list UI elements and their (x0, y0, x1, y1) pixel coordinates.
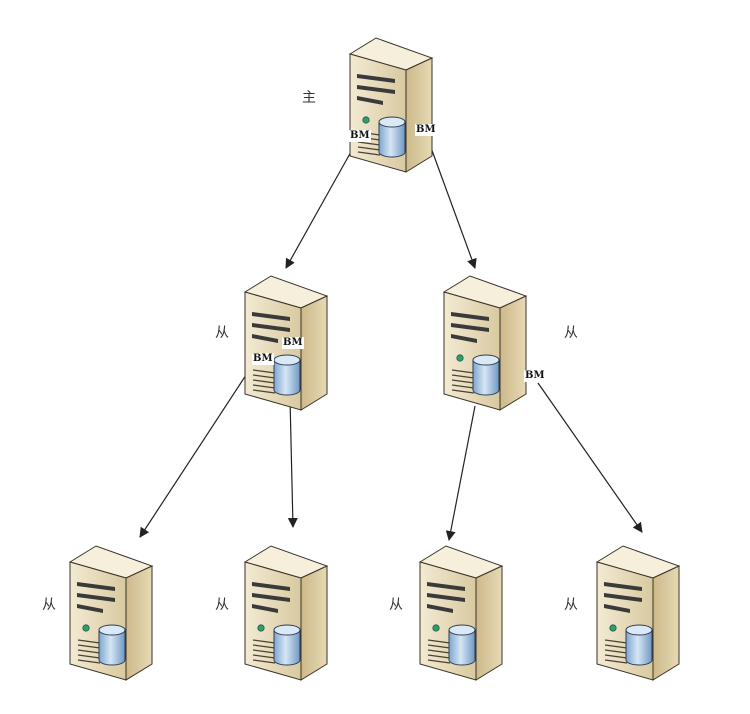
server-icon-slave-2-1 (418, 545, 504, 681)
bm-tag-slave-1-left: BM (252, 353, 274, 365)
role-label-slave-1-2: 从 (215, 597, 229, 613)
server-icon-slave-2 (442, 275, 528, 411)
database-icon-slave-2-1 (448, 624, 476, 666)
arrow-slave-1-to-slave-1-2 (287, 397, 298, 528)
servers-layer (68, 37, 681, 681)
database-icon-slave-1 (273, 354, 301, 396)
arrow-slave-1-to-slave-1-1 (139, 371, 249, 538)
role-label-master: 主 (302, 90, 316, 106)
database-icon-master (378, 116, 406, 158)
bm-tag-slave-2-right: BM (524, 370, 546, 382)
edges-layer (139, 144, 643, 541)
server-icon-slave-2-2 (595, 545, 681, 681)
bm-tag-master-left: BM (349, 130, 371, 142)
arrow-slave-2-to-slave-2-1 (445, 405, 476, 541)
bm-tag-master-right: BM (415, 124, 437, 136)
database-icon-slave-2 (472, 354, 500, 396)
server-icon-slave-1-2 (243, 545, 329, 681)
role-label-slave-2: 从 (564, 325, 578, 341)
server-icon-master (348, 37, 434, 173)
database-icon-slave-1-2 (273, 624, 301, 666)
server-icon-slave-1-1 (68, 545, 154, 681)
role-label-slave-2-2: 从 (564, 597, 578, 613)
server-icon-slave-1 (243, 275, 329, 411)
database-icon-slave-1-1 (98, 624, 126, 666)
role-label-slave-2-1: 从 (389, 597, 403, 613)
arrow-master-to-slave-1 (285, 149, 353, 269)
role-label-slave-1: 从 (215, 325, 229, 341)
role-label-slave-1-1: 从 (42, 597, 56, 613)
database-icon-slave-2-2 (625, 624, 653, 666)
bm-tag-slave-1-right: BM (282, 337, 304, 349)
arrow-slave-2-to-slave-2-2 (537, 382, 643, 533)
arrow-master-to-slave-2 (429, 144, 477, 269)
